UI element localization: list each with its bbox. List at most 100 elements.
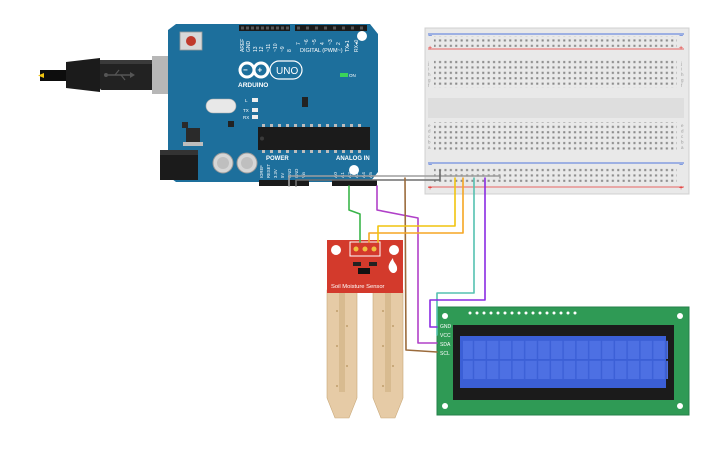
svg-text:A1: A1 — [340, 172, 346, 178]
crystal — [205, 98, 237, 114]
svg-text:Vin: Vin — [301, 171, 306, 178]
analog-in-label: ANALOG IN — [336, 156, 370, 162]
svg-text:b: b — [681, 140, 684, 145]
brand-text: ARDUINO — [238, 82, 268, 89]
svg-text:A3: A3 — [354, 172, 360, 178]
usb-icon — [104, 69, 135, 81]
wire-5v-to-breadboard[interactable] — [288, 175, 501, 187]
wires — [288, 169, 501, 353]
rail-plus-icon: + — [428, 45, 432, 52]
svg-text:8: 8 — [287, 49, 293, 52]
mounting-hole — [349, 165, 359, 175]
svg-text:RESET: RESET — [266, 164, 271, 178]
rail-plus-icon: + — [679, 45, 683, 52]
svg-text:SCL: SCL — [440, 351, 450, 357]
led-rx — [252, 115, 258, 119]
top-terminal-strip — [434, 60, 677, 88]
svg-text:GND: GND — [440, 324, 452, 330]
wire-breadboard-to-lcd-vcc[interactable] — [436, 177, 475, 336]
arduino-uno-board[interactable]: AREF GND 13 12 ~11 ~10 ~9 8 7 ~6 ~5 4 ~3… — [160, 24, 378, 186]
svg-text:a: a — [681, 145, 684, 150]
lcd-display[interactable]: GND VCC SDA SCL — [436, 306, 690, 416]
usb-cable[interactable] — [38, 54, 176, 96]
svg-text:UNO: UNO — [276, 66, 298, 77]
wire-gnd-to-breadboard[interactable] — [295, 169, 441, 187]
svg-text:AREF: AREF — [240, 39, 246, 52]
rail-plus-icon: + — [428, 185, 432, 192]
svg-text:~10: ~10 — [273, 43, 279, 52]
wire-breadboard-to-sensor-vcc[interactable] — [368, 177, 464, 243]
svg-text:e: e — [428, 123, 431, 128]
breadboard[interactable]: − + − + j i h g f j i h g f e d c b a e … — [424, 27, 690, 195]
power-led — [340, 73, 348, 77]
power-pin-labels: IOREF RESET 3.3V 5V GND GND Vin — [259, 164, 306, 178]
svg-text:~11: ~11 — [266, 44, 272, 52]
sensor-label: Soil Moisture Sensor — [331, 284, 385, 290]
svg-text:2: 2 — [336, 42, 342, 45]
bottom-power-rail — [434, 168, 677, 182]
digital-header-left — [239, 25, 290, 31]
svg-text:a: a — [428, 145, 431, 150]
svg-text:d: d — [428, 129, 431, 134]
power-header — [259, 180, 309, 186]
smd-component — [228, 121, 234, 127]
svg-text:e: e — [681, 123, 684, 128]
digital-header-right — [295, 25, 367, 31]
bottom-terminal-strip — [434, 122, 677, 150]
svg-text:~6: ~6 — [304, 39, 310, 45]
svg-text:12: 12 — [259, 46, 265, 52]
analog-pin-labels: A0 A1 A2 A3 A4 A5 — [333, 172, 374, 178]
analog-header — [332, 180, 377, 186]
svg-text:d: d — [681, 129, 684, 134]
svg-text:IOREF: IOREF — [259, 165, 264, 178]
wire-a5-to-lcd-scl[interactable] — [404, 177, 438, 353]
svg-text:GND: GND — [294, 169, 299, 178]
svg-text:−: − — [243, 66, 248, 75]
wire-a4-to-lcd-sda[interactable] — [376, 185, 438, 344]
svg-text:A2: A2 — [347, 172, 353, 178]
svg-text:A4: A4 — [361, 172, 367, 178]
svg-text:h: h — [681, 72, 684, 77]
svg-text:A0: A0 — [333, 172, 339, 178]
capacitor — [212, 152, 234, 174]
svg-text:~3: ~3 — [328, 39, 334, 45]
lcd-top-header — [468, 311, 577, 315]
reset-button[interactable] — [179, 31, 203, 51]
svg-text:f: f — [428, 83, 430, 88]
row-letters-top: j i h g f j i h g f — [427, 61, 684, 88]
lcd-character-cells — [463, 340, 668, 380]
row-letters-bottom: e d c b a e d c b a — [428, 123, 684, 150]
svg-text:SDA: SDA — [440, 342, 451, 348]
led-tx — [252, 108, 258, 112]
rail-minus-icon: − — [679, 33, 683, 40]
svg-text:c: c — [681, 134, 684, 139]
svg-text:g: g — [428, 78, 431, 83]
svg-text:b: b — [428, 140, 431, 145]
wire-breadboard-to-sensor-gnd[interactable] — [377, 177, 456, 243]
uno-badge: UNO — [269, 60, 303, 80]
led-rx-label: RX — [243, 115, 249, 120]
on-label: ON — [349, 73, 356, 78]
digital-label: DIGITAL (PWM~) — [300, 48, 343, 54]
svg-text:~5: ~5 — [312, 39, 318, 45]
arduino-logo: − + — [238, 61, 270, 79]
svg-text:~9: ~9 — [280, 46, 286, 52]
wire-breadboard-to-lcd-gnd[interactable] — [429, 177, 486, 328]
soil-moisture-sensor[interactable]: Soil Moisture Sensor — [326, 240, 404, 419]
rail-plus-icon: + — [679, 185, 683, 192]
svg-text:7: 7 — [296, 42, 302, 45]
voltage-regulator — [186, 128, 200, 142]
svg-text:i: i — [681, 67, 682, 72]
power-label: POWER — [266, 156, 289, 162]
svg-text:f: f — [681, 83, 683, 88]
rail-minus-icon: − — [679, 162, 683, 169]
led-tx-label: TX — [243, 108, 249, 113]
svg-text:g: g — [681, 78, 684, 83]
svg-text:VCC: VCC — [440, 333, 451, 339]
rail-minus-icon: − — [428, 162, 432, 169]
svg-text:i: i — [428, 67, 429, 72]
power-jack[interactable] — [160, 150, 198, 180]
wire-a0-to-sensor[interactable] — [348, 185, 361, 243]
top-power-rail — [434, 36, 677, 47]
svg-text:TX▸1: TX▸1 — [345, 40, 351, 52]
